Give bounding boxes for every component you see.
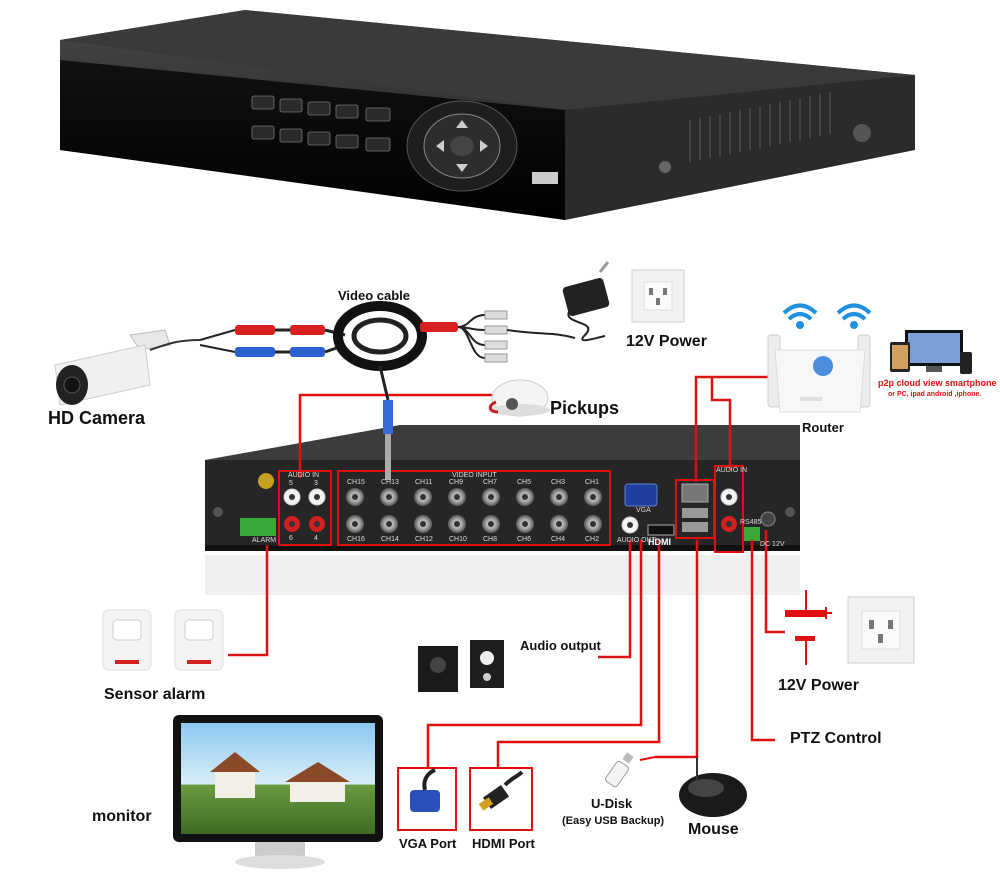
bnc-pin <box>488 494 494 500</box>
microphone-icon <box>488 379 550 417</box>
channel-label: CH6 <box>517 536 532 543</box>
devices-icon <box>890 330 972 374</box>
panel-hdmi: HDMI <box>648 537 671 547</box>
panel-dc: DC 12V <box>760 541 785 548</box>
label-udisk-sub: (Easy USB Backup) <box>562 815 665 827</box>
panel-audio-num: 3 <box>314 480 318 487</box>
channel-label: CH3 <box>551 479 566 486</box>
bnc-pin <box>590 494 596 500</box>
label-monitor: monitor <box>92 808 152 825</box>
vga-connector-icon <box>397 767 457 831</box>
bnc-pin <box>420 494 426 500</box>
label-pickups: Pickups <box>550 398 620 418</box>
label-sensor-alarm: Sensor alarm <box>104 686 206 703</box>
label-ptz-control: PTZ Control <box>790 730 882 747</box>
channel-label: CH15 <box>347 479 365 486</box>
video-cable-icon <box>199 301 576 480</box>
panel-audio-num: 6 <box>289 535 293 542</box>
label-udisk: U-Disk <box>591 796 633 811</box>
sensor-icon <box>102 609 224 671</box>
bnc-pin <box>454 521 460 527</box>
panel-audio-num: 4 <box>314 535 318 542</box>
hdmi-connector-icon <box>469 767 533 831</box>
label-12v-power-top: 12V Power <box>626 333 707 350</box>
channel-label: CH10 <box>449 536 467 543</box>
wifi-icon <box>782 303 872 321</box>
label-audio-output: Audio output <box>520 638 601 653</box>
router-icon <box>767 334 871 413</box>
dvr-back-panel <box>205 425 800 595</box>
wall-socket-icon <box>847 596 915 664</box>
channel-label: CH1 <box>585 479 600 486</box>
channel-label: CH11 <box>415 479 433 486</box>
power-adapter-icon <box>562 261 610 342</box>
panel-audio-out: AUDIO OUT <box>617 537 656 544</box>
bnc-pin <box>556 521 562 527</box>
bnc-pin <box>386 521 392 527</box>
panel-rs485: RS485 <box>740 519 762 526</box>
dvr-front-unit <box>60 10 915 220</box>
channel-label: CH12 <box>415 536 433 543</box>
speaker-icon <box>418 640 504 692</box>
mouse-icon <box>679 757 747 817</box>
panel-audio-in-left: AUDIO IN <box>288 472 320 479</box>
bnc-pin <box>420 521 426 527</box>
wall-socket-icon <box>631 269 685 323</box>
panel-video-input: VIDEO INPUT <box>452 472 497 479</box>
usb-disk-icon <box>605 752 634 788</box>
label-router: Router <box>802 420 844 435</box>
label-12v-power-right: 12V Power <box>778 677 859 694</box>
channel-label: CH16 <box>347 536 365 543</box>
channel-label: CH5 <box>517 479 532 486</box>
channel-label: CH14 <box>381 536 399 543</box>
channel-label: CH13 <box>381 479 399 486</box>
bnc-pin <box>454 494 460 500</box>
bnc-pin <box>590 521 596 527</box>
label-mouse: Mouse <box>688 821 739 838</box>
bnc-pin <box>522 521 528 527</box>
panel-vga: VGA <box>636 507 651 514</box>
panel-audio-num: 5 <box>289 480 293 487</box>
label-hdmi-port: HDMI Port <box>472 836 535 851</box>
channel-label: CH7 <box>483 479 498 486</box>
label-hd-camera: HD Camera <box>48 408 146 428</box>
bnc-pin <box>352 494 358 500</box>
panel-audio-in-right: AUDIO IN <box>716 467 748 474</box>
bnc-pin <box>352 521 358 527</box>
label-p2p-line2: or PC, ipad android ,iphone. <box>888 391 982 398</box>
channel-label: CH4 <box>551 536 566 543</box>
bnc-pin <box>386 494 392 500</box>
bnc-pin <box>522 494 528 500</box>
channel-label: CH2 <box>585 536 600 543</box>
label-p2p-line1: p2p cloud view smartphone <box>878 378 997 388</box>
label-video-cable: Video cable <box>338 288 411 303</box>
bnc-pin <box>488 521 494 527</box>
battery-symbol-icon <box>785 590 832 665</box>
channel-label: CH9 <box>449 479 464 486</box>
monitor-icon <box>173 715 383 869</box>
camera-icon <box>54 329 171 406</box>
bnc-pin <box>556 494 562 500</box>
label-vga-port: VGA Port <box>399 836 457 851</box>
panel-alarm: ALARM <box>252 537 277 544</box>
channel-label: CH8 <box>483 536 498 543</box>
